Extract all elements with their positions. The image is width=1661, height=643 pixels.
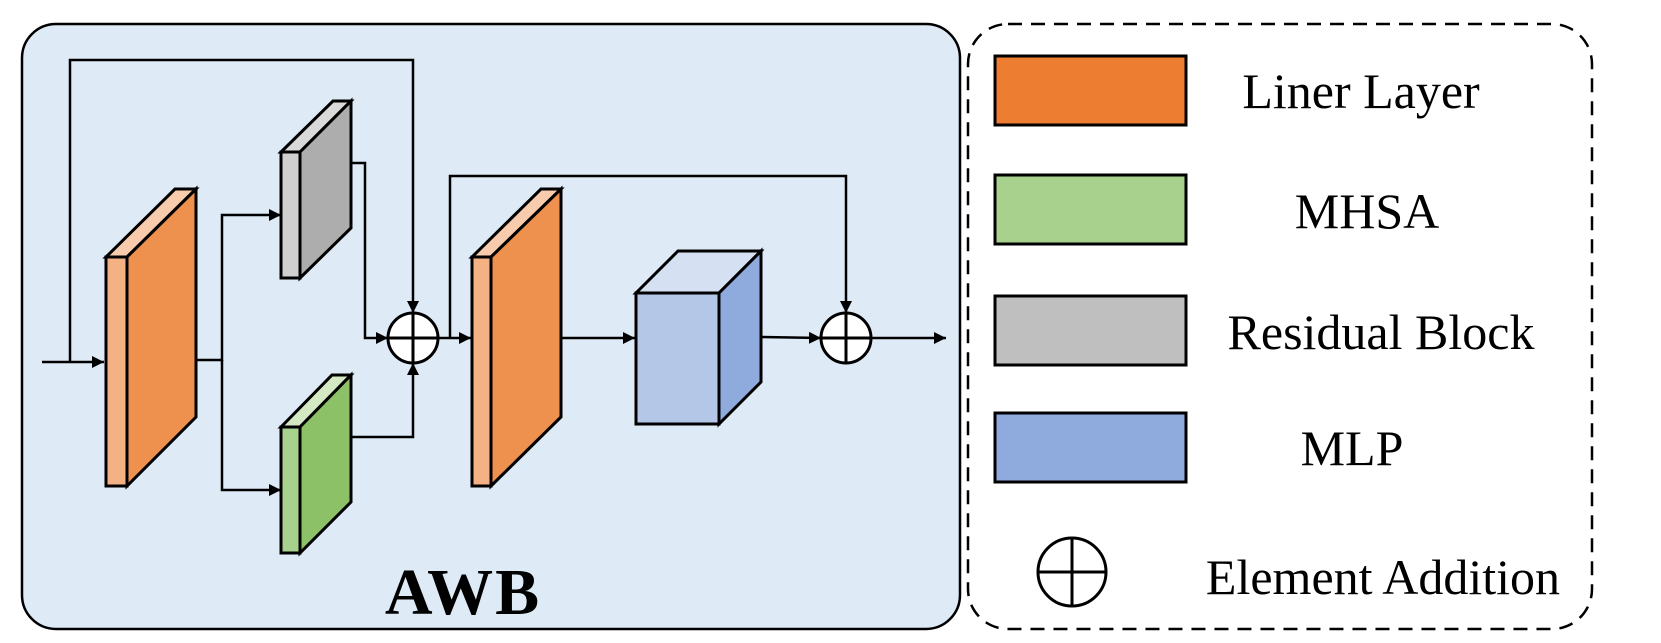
legend-swatch-mlp bbox=[993, 411, 1188, 484]
split-line-lower bbox=[220, 360, 281, 496]
legend-label-liner-layer: Liner Layer bbox=[1242, 63, 1480, 119]
residual-to-add bbox=[351, 161, 388, 344]
circle-plus-icon bbox=[1036, 536, 1108, 608]
mhsa-block bbox=[277, 371, 355, 557]
mlp-to-add2 bbox=[760, 331, 822, 344]
legend-swatch-residual-block bbox=[993, 294, 1188, 367]
skip-connection-1 bbox=[68, 58, 419, 362]
mhsa-to-add bbox=[351, 363, 419, 439]
split-line bbox=[196, 209, 281, 362]
mlp-block bbox=[632, 247, 765, 428]
legend-swatch-liner-layer bbox=[993, 54, 1188, 127]
legend-label-mlp: MLP bbox=[1301, 420, 1404, 476]
residual-block bbox=[277, 97, 355, 282]
element-addition-node-2 bbox=[819, 311, 873, 365]
legend-swatch-mhsa bbox=[993, 173, 1188, 246]
legend-label-residual-block: Residual Block bbox=[1228, 304, 1535, 360]
legend-label-mhsa: MHSA bbox=[1295, 183, 1439, 239]
element-addition-node-1 bbox=[386, 311, 440, 365]
linear-layer-block-2 bbox=[468, 185, 565, 490]
module-title: AWB bbox=[385, 556, 541, 629]
legend-label-element-addition: Element Addition bbox=[1206, 549, 1560, 605]
skip-connection-2 bbox=[448, 174, 852, 338]
connections bbox=[42, 58, 946, 496]
legend: Liner Layer MHSA Residual Block MLP Elem… bbox=[993, 54, 1560, 608]
linear-layer-block-1 bbox=[102, 185, 200, 490]
